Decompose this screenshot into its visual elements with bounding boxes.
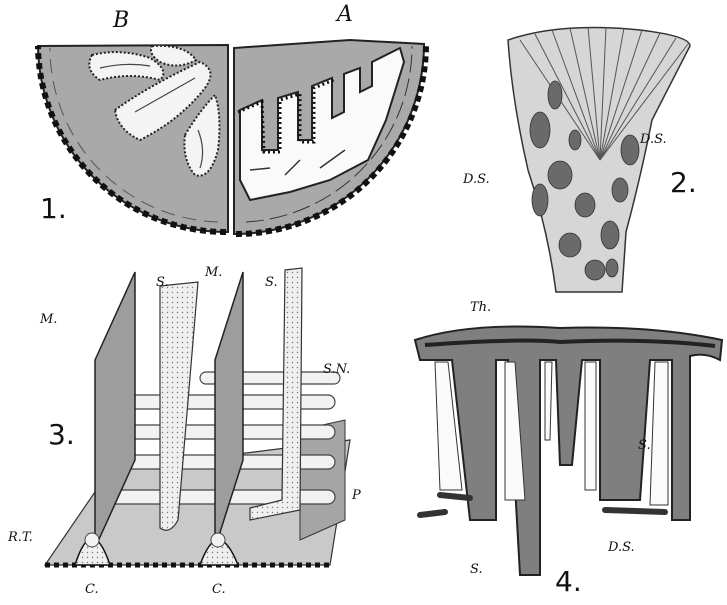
- fig2-label-ds-left: D.S.: [463, 172, 490, 187]
- fig4-theca: [415, 327, 722, 576]
- fig3-label-rt: R.T.: [8, 530, 33, 545]
- figure-3-block: [45, 268, 350, 565]
- fig3-number: 3.: [48, 418, 75, 451]
- fig1-label-a: A: [337, 2, 353, 27]
- fig2-label-ds-right: D.S.: [640, 132, 667, 147]
- fig3-label-c2: C.: [212, 582, 226, 597]
- fig2-number: 2.: [670, 166, 697, 199]
- fig3-label-p: P: [352, 488, 361, 503]
- fig3-label-m2: M.: [205, 265, 222, 280]
- fig3-label-s1: S.: [156, 275, 169, 290]
- figure-1-section: [38, 40, 426, 234]
- fig3-label-c1: C.: [85, 582, 99, 597]
- figure-4-section: [415, 327, 722, 576]
- fig1-label-b: B: [113, 8, 129, 33]
- fig2-body: [508, 28, 690, 292]
- fig4-label-s-bottom: S.: [470, 562, 483, 577]
- fig4-label-s-right: S.: [638, 438, 651, 453]
- fig3-label-s2: S.: [265, 275, 278, 290]
- fig1-number: 1.: [40, 192, 67, 225]
- figure-2-corallite: [508, 27, 690, 292]
- fig4-label-ds: D.S.: [608, 540, 635, 555]
- fig4-label-th: Th.: [470, 300, 491, 315]
- fig3-label-sn: S.N.: [323, 362, 350, 377]
- fig4-number: 4.: [555, 565, 582, 598]
- fig3-label-m1: M.: [40, 312, 57, 327]
